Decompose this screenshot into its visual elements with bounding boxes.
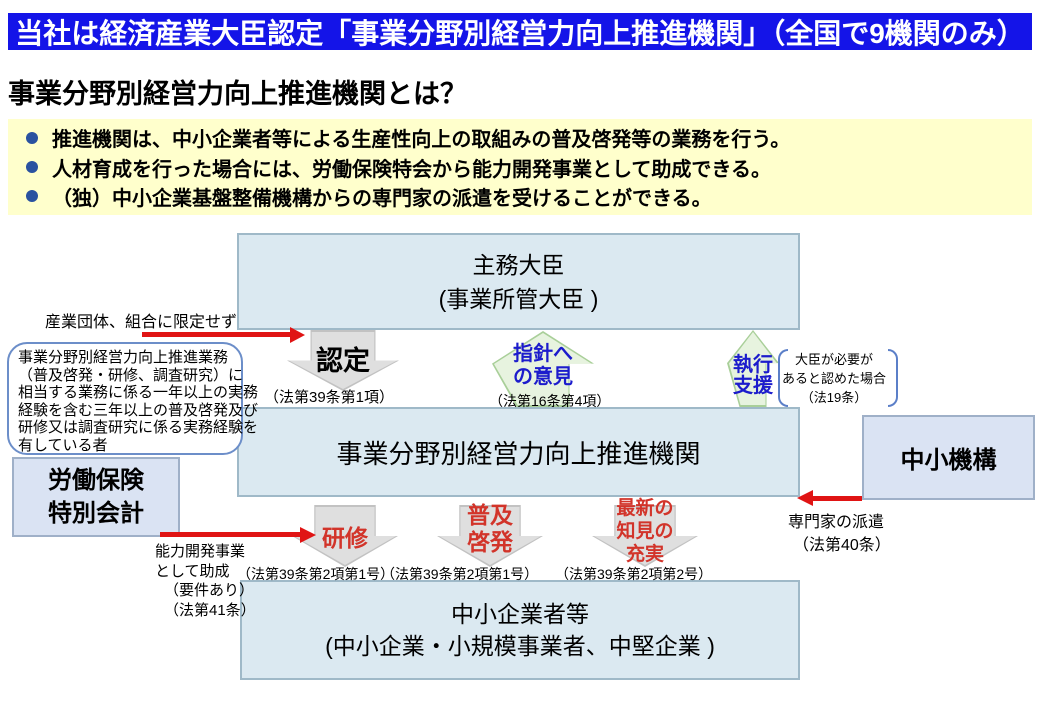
promotion-org-box: 事業分野別経営力向上推進機関: [237, 407, 800, 497]
minister-box: 主務大臣 (事業所管大臣 ): [237, 233, 800, 330]
subsidy-arrow-head-icon: [300, 527, 316, 543]
callout-line: （普及啓発・研修、調査研究）に: [18, 366, 244, 384]
right-bracket-icon: [888, 349, 898, 407]
minister-note-line: あると認めた場合: [782, 371, 887, 386]
bullet-icon: [26, 161, 38, 173]
fukyu-law-label: （法第39条第2項第1号）: [381, 566, 539, 582]
subsidy-label: 能力開発事業 として助成 （要件あり） （法第41条）: [155, 542, 256, 620]
minister-box-line1: 主務大臣: [472, 251, 565, 278]
expert-dispatch-line2: （法第40条）: [793, 537, 891, 554]
sme-box-line1: 中小企業者等: [451, 601, 589, 627]
shikko-caption: 執行 支援: [717, 355, 789, 397]
summary-panel: 推進機関は、中小企業者等による生産性向上の取組みの普及啓発等の業務を行う。 人材…: [8, 119, 1032, 215]
minister-note-line: 大臣が必要が: [794, 352, 873, 367]
bullet-icon: [26, 190, 38, 203]
subsidy-line: （法第41条）: [164, 601, 256, 619]
promotion-org-label: 事業分野別経営力向上推進機関: [336, 438, 701, 469]
sme-agency-box: 中小機構: [862, 415, 1035, 500]
saishin-law-label: （法第39条第2項第2号）: [555, 566, 713, 582]
callout-line: 有している者: [18, 436, 108, 454]
bullet-item: （独）中小企業基盤整備機構からの専門家の派遣を受けることができる。: [26, 182, 1032, 211]
shishin-caption-line2: の意見: [513, 366, 573, 388]
fukyu-caption: 普及 啓発: [437, 502, 543, 556]
subsidy-arrow-line: [160, 532, 300, 537]
sme-agency-label: 中小機構: [900, 447, 997, 474]
saishin-caption: 最新の 知見の 充実: [592, 497, 698, 566]
subsidy-line: 能力開発事業: [155, 543, 246, 560]
shishin-caption: 指針へ の意見: [492, 343, 594, 389]
dispatch-arrow-line: [813, 496, 862, 501]
shikko-caption-line1: 執行: [733, 354, 773, 376]
kenshu-caption: 研修: [322, 525, 368, 551]
shishin-law-label: （法第16条第4項）: [489, 393, 611, 409]
minister-box-line2: (事業所管大臣 ): [438, 285, 599, 312]
saishin-caption-line2: 知見の: [616, 521, 674, 542]
saishin-caption-line1: 最新の: [616, 498, 674, 519]
expert-dispatch-label: 専門家の派遣 （法第40条）: [788, 511, 891, 557]
callout-line: 相当する業務に係る一年以上の実務: [18, 384, 259, 402]
bullet-text: 推進機関は、中小企業者等による生産性向上の取組みの普及啓発等の業務を行う。: [52, 129, 791, 152]
labor-insurance-line2: 特別会計: [48, 500, 144, 527]
sme-box-line2: (中小企業・小規模事業者、中堅企業 ): [325, 633, 715, 659]
labor-insurance-line1: 労働保険: [48, 467, 144, 494]
qualification-callout: 事業分野別経営力向上推進業務 （普及啓発・研修、調査研究）に 相当する業務に係る…: [7, 342, 259, 455]
fukyu-caption-line2: 啓発: [467, 529, 513, 555]
page-title: 事業分野別経営力向上推進機関とは？: [8, 79, 467, 109]
banner-text: 当社は経済産業大臣認定「事業分野別経営力向上推進機関」（全国で9機関のみ）: [15, 17, 1025, 49]
sme-box: 中小企業者等 (中小企業・小規模事業者、中堅企業 ): [240, 580, 800, 680]
industry-note: 産業団体、組合に限定せず: [45, 314, 238, 331]
nintei-caption: 認定: [316, 346, 370, 376]
bullet-icon: [26, 131, 38, 144]
bullet-text: 人材育成を行った場合には、労働保険特会から能力開発事業として助成できる。: [52, 158, 771, 181]
banner: 当社は経済産業大臣認定「事業分野別経営力向上推進機関」（全国で9機関のみ）: [8, 13, 1032, 50]
kenshu-law-label: （法第39条第2項第1号）: [237, 566, 395, 582]
certify-arrow-line: [142, 332, 290, 337]
bullet-item: 人材育成を行った場合には、労働保険特会から能力開発事業として助成できる。: [26, 153, 1032, 182]
shikko-caption-line2: 支援: [733, 375, 773, 397]
bullet-text: （独）中小企業基盤整備機構からの専門家の派遣を受けることができる。: [52, 187, 712, 210]
callout-line: 経験を含む三年以上の普及啓発及び: [18, 401, 259, 419]
nintei-law-label: （法第39条第1項）: [264, 389, 395, 406]
left-bracket-icon: [778, 349, 788, 407]
certify-arrow-head-icon: [290, 327, 305, 343]
minister-note: 大臣が必要が あると認めた場合 （法19条）: [782, 350, 886, 407]
dispatch-arrow-head-icon: [797, 490, 813, 506]
minister-note-line: （法19条）: [800, 390, 868, 405]
callout-line: 事業分野別経営力向上推進業務: [18, 349, 229, 366]
subsidy-line: （要件あり）: [164, 582, 255, 599]
shishin-caption-line1: 指針へ: [513, 343, 573, 365]
subsidy-line: として助成: [155, 562, 230, 580]
callout-line: 研修又は調査研究に係る実務経験を: [18, 419, 259, 437]
saishin-caption-line3: 充実: [625, 544, 664, 565]
fukyu-caption-line1: 普及: [467, 502, 513, 528]
labor-insurance-box: 労働保険 特別会計: [12, 457, 180, 537]
bullet-item: 推進機関は、中小企業者等による生産性向上の取組みの普及啓発等の業務を行う。: [26, 123, 1032, 152]
expert-dispatch-line1: 専門家の派遣: [788, 514, 885, 531]
